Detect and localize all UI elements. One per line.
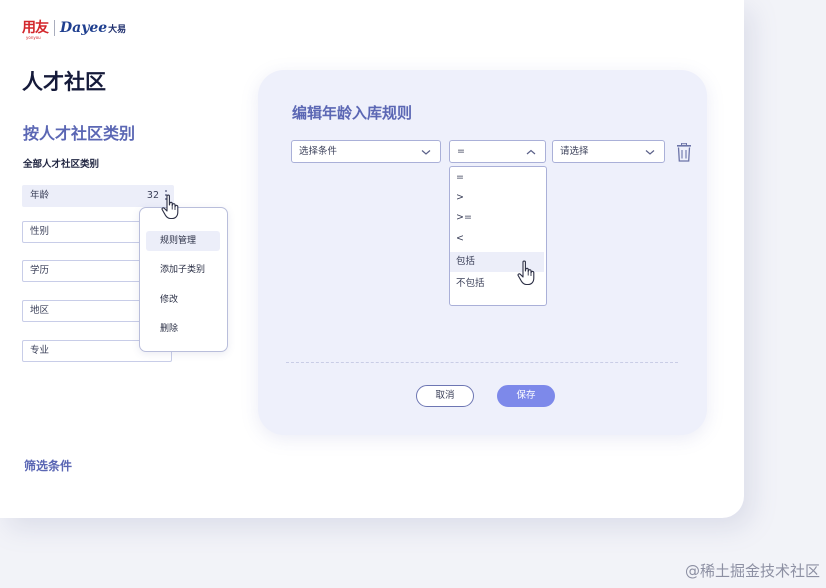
option-include[interactable]: 包括 [450,252,544,272]
chevron-down-icon [645,150,655,155]
option-equal[interactable]: = [456,172,464,183]
category-label: 专业 [30,345,50,356]
chevron-down-icon [421,150,431,155]
operator-select[interactable]: = [449,140,546,163]
value-select-value: 请选择 [560,146,589,157]
category-label: 地区 [30,305,50,316]
option-greater-equal[interactable]: >= [456,212,472,223]
yonyou-logo-sub: yonyou [26,35,41,40]
menu-item-rule-management[interactable]: 规则管理 [146,231,220,251]
logo-separator [54,20,55,36]
condition-select[interactable]: 选择条件 [291,140,441,163]
category-item-major[interactable]: 专业 [22,340,172,362]
trash-icon[interactable] [675,143,693,162]
category-label: 学历 [30,265,50,276]
watermark: @稀土掘金技术社区 [684,562,820,580]
category-context-menu: 规则管理 添加子类别 修改 删除 [139,207,228,352]
hand-pointer-icon [161,194,179,220]
category-count: 32 [146,190,159,201]
save-button[interactable]: 保存 [497,385,555,407]
category-label: 年龄 [30,190,50,201]
cancel-button[interactable]: 取消 [416,385,474,407]
section-title: 按人才社区类别 [23,124,136,143]
filter-conditions-link[interactable]: 筛选条件 [24,459,73,473]
page-title: 人才社区 [22,70,106,94]
more-options-icon[interactable] [165,190,168,202]
dayee-logo: Dayee [60,20,108,36]
category-label: 性别 [30,226,50,237]
condition-select-value: 选择条件 [299,146,338,157]
brand-logo: 用友 yonyou Dayee 大易 [22,20,127,40]
operator-select-value: = [457,146,465,157]
editor-title: 编辑年龄入库规则 [292,104,413,122]
hand-pointer-icon [517,260,535,286]
main-card: 用友 yonyou Dayee 大易 人才社区 按人才社区类别 全部人才社区类别… [0,0,744,518]
option-less[interactable]: < [456,233,464,244]
rule-editor-panel: 编辑年龄入库规则 选择条件 = 请选择 = > >= < 包括 不包括 [258,70,707,435]
yonyou-logo: 用友 [22,20,49,36]
panel-divider [286,362,678,363]
option-greater[interactable]: > [456,192,464,203]
category-item-age[interactable]: 年龄 32 [22,185,174,207]
menu-item-delete[interactable]: 删除 [160,324,179,334]
menu-item-edit[interactable]: 修改 [160,295,179,305]
menu-item-add-subcategory[interactable]: 添加子类别 [160,265,206,275]
chevron-up-icon [526,149,536,155]
option-exclude[interactable]: 不包括 [456,278,485,289]
dayee-logo-cn: 大易 [108,24,127,35]
all-categories-label[interactable]: 全部人才社区类别 [23,159,100,170]
value-select[interactable]: 请选择 [552,140,665,163]
